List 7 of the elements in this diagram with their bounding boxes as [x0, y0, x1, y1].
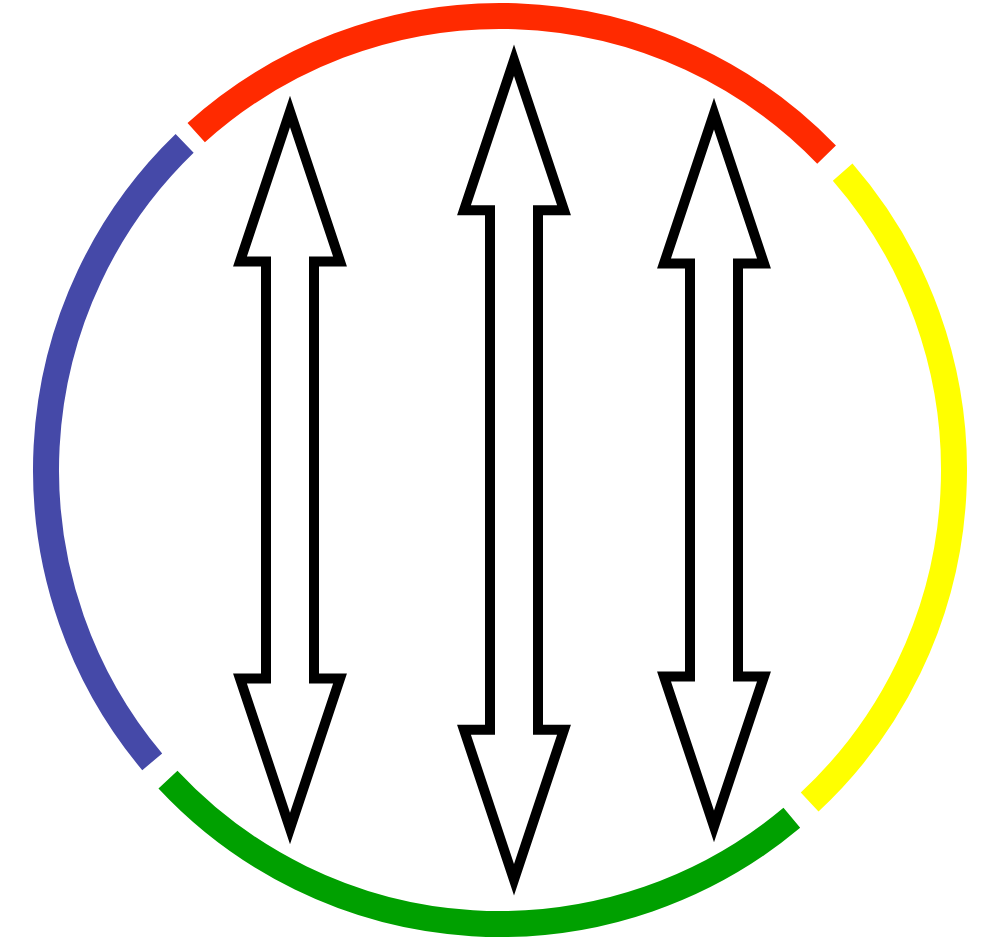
- circle-arc: [800, 164, 967, 811]
- double-arrow: [233, 95, 347, 845]
- double-arrow: [657, 97, 771, 843]
- circle-arc: [159, 770, 800, 937]
- double-arrow: [457, 44, 571, 896]
- circle-arc: [33, 134, 195, 770]
- circle-arc: [188, 3, 836, 165]
